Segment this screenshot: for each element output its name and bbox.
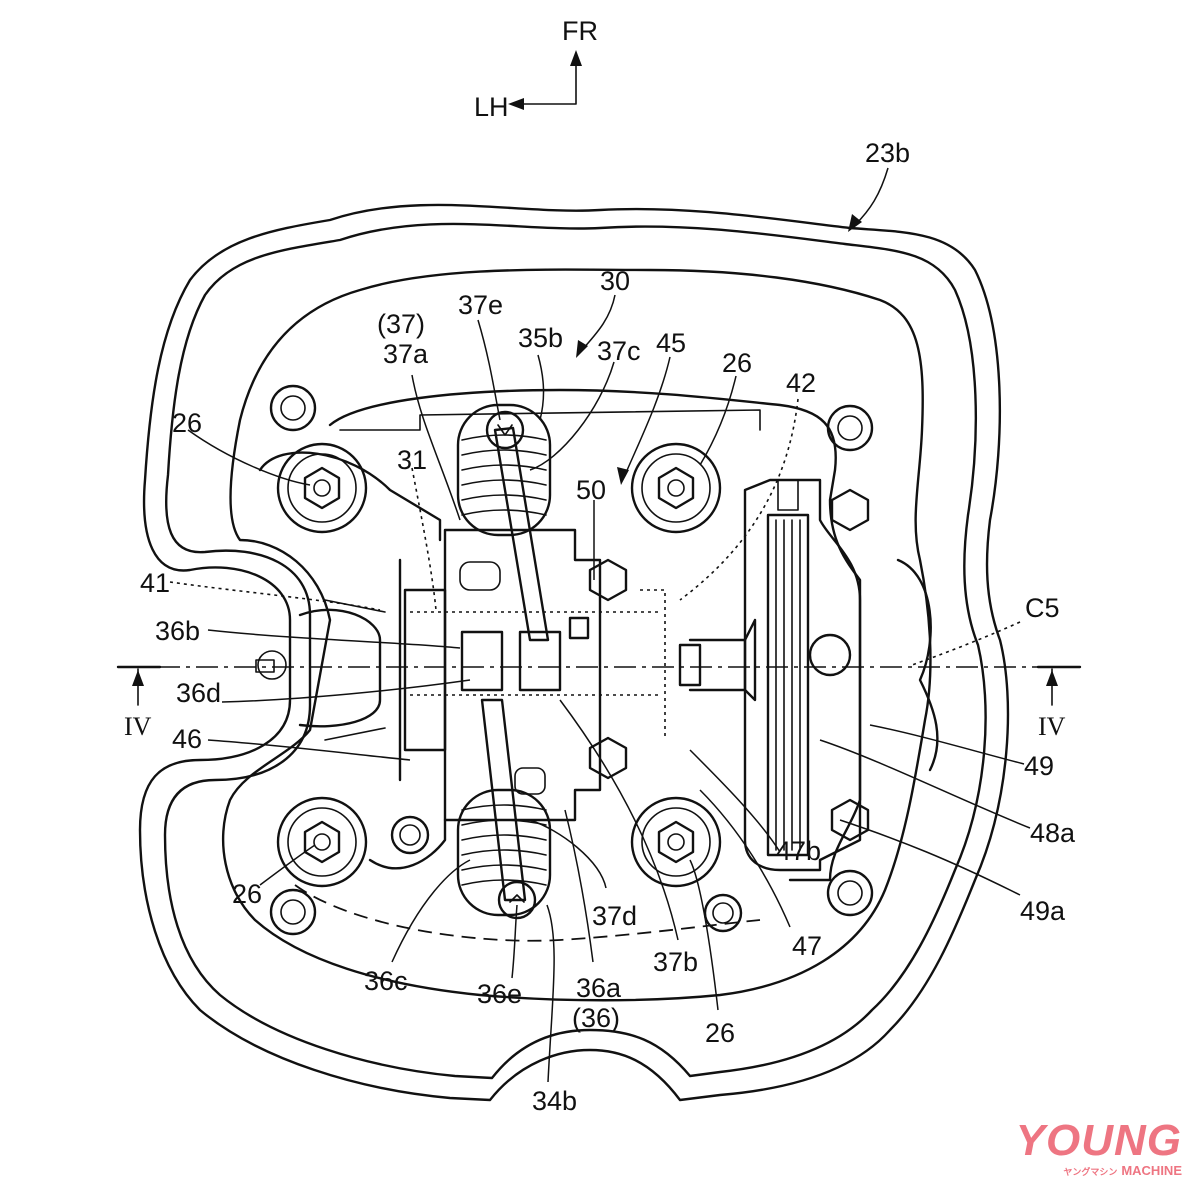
label-37a: 37a [383,339,429,369]
section-label-left: IV [124,712,152,741]
valve-spring-upper [456,403,552,537]
label-23b: 23b [865,138,910,168]
label-48a: 48a [1030,818,1076,848]
label-35b: 35b [518,323,563,353]
label-36d: 36d [176,678,221,708]
label-37e: 37e [458,290,503,320]
label-41: 41 [140,568,170,598]
label-26-bottom-right: 26 [705,1018,735,1048]
label-C5: C5 [1025,593,1060,623]
section-mark-right: IV [1038,668,1066,741]
inner-boundary-dashed [294,884,761,942]
arrow-up-icon [1046,670,1058,686]
section-label-right: IV [1038,712,1066,741]
watermark-kana: ヤングマシン [1063,1167,1118,1177]
label-26-top-left: 26 [172,408,202,438]
label-31: 31 [397,445,427,475]
label-49a: 49a [1020,896,1066,926]
label-36e: 36e [477,979,522,1009]
label-37c: 37c [597,336,641,366]
label-26-top-right: 26 [722,348,752,378]
label-26-bottom-left: 26 [232,879,262,909]
arrow-up-icon [132,670,144,686]
label-36-paren: (36) [572,1003,620,1033]
orientation-indicator: FR LH [474,16,598,122]
arrow-left-icon [508,98,524,110]
section-mark-left: IV [124,668,152,741]
rocker-shaft-37b [518,630,562,692]
hidden-shaft-lines [410,589,666,740]
cam-sprocket-assembly [678,478,862,872]
bolt-bottom-left [276,796,368,888]
rocker-shaft-36b [460,630,504,692]
label-forward: FR [562,16,598,46]
watermark-brand: YOUNG [1015,1116,1182,1165]
label-42: 42 [786,368,816,398]
label-50: 50 [576,475,606,505]
label-left-hand: LH [474,92,509,122]
rocker-arm-37 [493,426,550,642]
label-49: 49 [1024,751,1054,781]
label-34b: 34b [532,1086,577,1116]
label-36c: 36c [364,966,408,996]
label-36a: 36a [576,973,622,1003]
bolt-top-left [276,442,368,534]
watermark-sub: MACHINE [1121,1163,1182,1178]
label-47: 47 [792,931,822,961]
reference-labels: 23b 30 (37) 37a 37e 35b 37c 45 26 42 26 … [140,138,1076,1116]
label-45: 45 [656,328,686,358]
bracket-left [258,451,442,542]
right-flange [896,558,939,772]
label-37b: 37b [653,947,698,977]
label-47b: 47b [776,836,821,866]
label-30: 30 [600,266,630,296]
rocker-arm-36 [480,698,527,902]
leader-lines [169,167,1031,1083]
label-36b: 36b [155,616,200,646]
bolt-top-right [630,442,722,534]
arrow-forward-icon [570,50,582,66]
label-46: 46 [172,724,202,754]
small-bolts [269,384,874,936]
label-37d: 37d [592,901,637,931]
left-breather-fitting [255,599,386,741]
head-cover-outline [138,203,1010,1102]
label-37-paren: (37) [377,309,425,339]
bolt-bottom-right [630,796,722,888]
